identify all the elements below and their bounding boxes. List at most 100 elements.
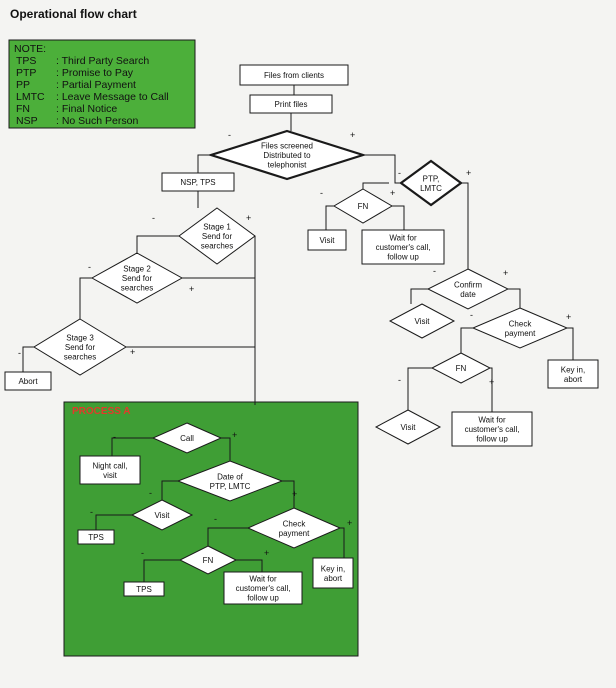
node-label: PTP, [423,174,440,183]
node-diamond [33,318,127,376]
node-label: Send for [122,274,153,283]
connector-lines [22,85,574,582]
node-label: Call [180,434,194,443]
node-diamond [130,499,194,531]
node-night-call: Night call,visit [79,455,141,485]
node-fn-right: FN [430,352,492,384]
node-fn-pa: FN [178,545,238,575]
node-label: Send for [65,343,96,352]
node-label: follow up [476,435,508,444]
node-diamond [178,207,256,265]
node-tps-pa1: TPS [77,529,115,545]
branch-sign-minus: - [18,348,21,358]
branch-sign-minus: - [433,266,436,276]
node-diamond [426,268,510,310]
node-box [223,571,303,605]
branch-sign-plus: + [350,130,355,140]
node-label: follow up [247,594,279,603]
connector-line [282,480,295,508]
node-diamond [471,307,569,349]
branch-sign-plus: + [189,284,194,294]
connector-line [461,182,469,269]
node-label: Visit [415,317,431,326]
branch-sign-minus: - [90,507,93,517]
branch-sign-minus: - [152,213,155,223]
node-box [79,455,141,485]
node-label: Abort [18,377,38,386]
branch-sign-plus: + [489,377,494,387]
branch-sign-plus: + [390,188,395,198]
node-label: Files screened [261,142,313,151]
node-diamond [374,409,442,445]
node-abort: Abort [4,371,52,391]
branch-sign-minus: - [214,514,217,524]
node-diamond [151,422,223,454]
node-label: payment [505,329,536,338]
node-process-a-label: PROCESS A [72,406,131,417]
branch-sign-minus: - [398,375,401,385]
node-visit-right: Visit [388,303,456,339]
connector-line [221,437,231,461]
node-label: searches [64,353,96,362]
connector-line [325,205,334,230]
node-box [249,94,333,114]
node-box [312,557,354,589]
node-label: FN [358,202,369,211]
node-ptp-lmtc: PTP,LMTC [399,159,463,207]
node-box [307,229,347,251]
connector-line [392,205,405,230]
node-label: Key in, [561,365,585,374]
connector-line [407,367,432,410]
note-meaning: : Promise to Pay [56,67,134,79]
node-label: Check [283,519,307,528]
node-label: visit [103,471,118,480]
node-label: Wait for [249,575,277,584]
note-meaning: : Third Party Search [56,55,149,67]
branch-sign-minus: - [149,488,152,498]
node-label: follow up [387,253,419,262]
node-box [451,411,533,447]
branch-sign-minus: - [113,432,116,442]
note-abbr: NSP [16,115,38,127]
node-key-in-abort-right: Key in,abort [547,359,599,389]
node-fn-top: FN [333,188,393,224]
branch-sign-minus: - [228,130,231,140]
branch-sign-minus: - [470,310,473,320]
chart-title: Operational flow chart [10,7,137,21]
node-label: FN [456,364,467,373]
node-label: Key in, [321,564,345,573]
connector-line [161,480,178,500]
process-a-label: PROCESS A [72,406,131,417]
node-visit-bottom-right: Visit [374,409,442,445]
branch-sign-minus: - [141,548,144,558]
node-box [239,64,349,86]
connector-line [22,346,34,372]
branch-sign-plus: + [264,548,269,558]
branch-sign-plus: + [246,213,251,223]
node-call: Call [151,422,223,454]
node-box [361,229,445,265]
branch-sign-plus: + [130,347,135,357]
branch-sign-minus: - [398,168,401,178]
branch-signs: -+-+-+-+-+-+-+-+-+-+-+-+--+ [18,130,571,558]
node-label: customer's call, [236,584,291,593]
connector-line [340,527,345,558]
node-files-from-clients: Files from clients [239,64,349,86]
node-label: Send for [202,232,233,241]
connector-line [79,277,92,319]
node-label: searches [121,284,153,293]
node-nsp-tps: NSP, TPS [161,172,235,192]
note-abbr: FN [16,103,30,115]
node-label: TPS [88,533,104,542]
connector-line [490,367,493,412]
node-key-in-abort-pa: Key in,abort [312,557,354,589]
branch-sign-plus: + [232,430,237,440]
branch-sign-minus: - [320,188,323,198]
node-tps-pa2: TPS [123,581,165,597]
